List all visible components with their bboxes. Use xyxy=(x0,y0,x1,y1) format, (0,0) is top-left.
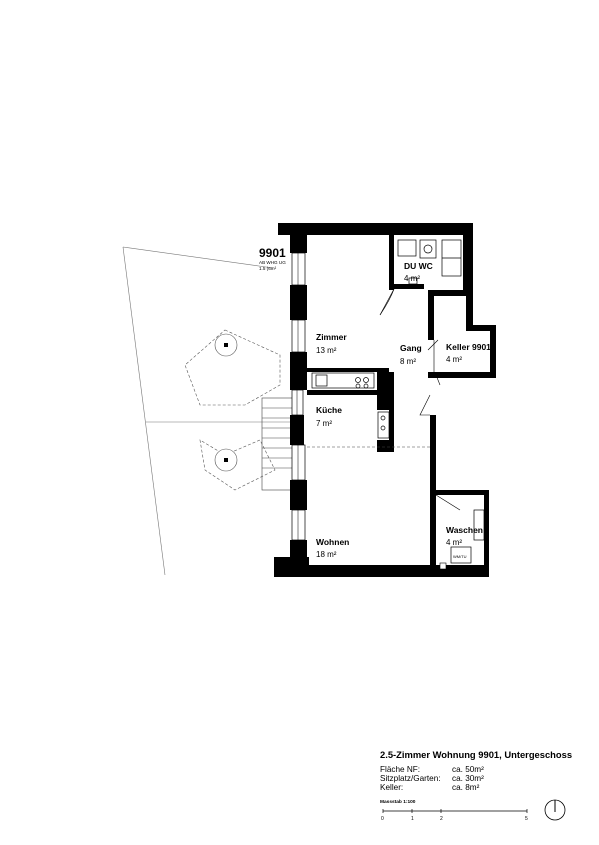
washer-label: WM/TU xyxy=(453,554,467,559)
tree-trunks xyxy=(214,333,238,472)
scale-bar: 0 1 2 5 xyxy=(381,809,528,822)
apartment-number: 9901 xyxy=(259,246,286,260)
legend-value: ca. 50m² xyxy=(452,765,484,774)
windows xyxy=(291,252,306,541)
scale-tick-label: 0 xyxy=(381,816,384,822)
legend-key: Sitzplatz/Garten: xyxy=(380,774,441,784)
room-gang-name: Gang xyxy=(400,343,422,353)
legend-key: Keller: xyxy=(380,783,404,793)
washer-dryer xyxy=(450,509,485,564)
room-waschen-name: Waschen xyxy=(446,525,483,535)
scale-tick-label: 2 xyxy=(440,816,443,822)
apartment-subtitle-2: 1.5 (6m² xyxy=(259,266,277,271)
scale-label: Massstab 1:100 xyxy=(380,799,416,805)
legend-row: Sitzplatz/Garten: ca. 30m² xyxy=(380,774,590,783)
room-keller-area: 4 m² xyxy=(446,355,462,364)
walls xyxy=(274,223,496,577)
legend-row: Keller: ca. 8m² xyxy=(380,783,590,792)
room-gang-area: 8 m² xyxy=(400,357,416,366)
scale-tick-label: 5 xyxy=(525,816,528,822)
room-keller-name: Keller 9901 xyxy=(446,342,491,352)
room-kueche-name: Küche xyxy=(316,405,342,415)
doors xyxy=(379,288,461,511)
room-kueche-area: 7 m² xyxy=(316,419,332,428)
garden-outline xyxy=(122,246,296,576)
legend-value: ca. 30m² xyxy=(452,774,484,784)
plan-legend: 2.5-Zimmer Wohnung 9901, Untergeschoss F… xyxy=(380,749,590,822)
kitchen-counter xyxy=(311,372,390,439)
legend-row: Fläche NF: ca. 50m² xyxy=(380,765,590,774)
legend-value: ca. 8m² xyxy=(452,783,480,793)
room-du-wc-area: 4 m² xyxy=(404,274,420,283)
plan-title: 2.5-Zimmer Wohnung 9901, Untergeschoss xyxy=(380,749,573,760)
tree-symbols xyxy=(184,329,281,491)
scale-tick-label: 1 xyxy=(411,816,414,822)
room-wohnen-name: Wohnen xyxy=(316,537,349,547)
room-zimmer-name: Zimmer xyxy=(316,332,347,342)
north-arrow-icon xyxy=(544,799,566,821)
room-zimmer-area: 13 m² xyxy=(316,346,337,355)
bathroom-fixtures xyxy=(397,239,462,285)
room-waschen-area: 4 m² xyxy=(446,538,462,547)
apartment-subtitle: AB WHG UG xyxy=(259,260,286,265)
room-wohnen-area: 18 m² xyxy=(316,550,337,559)
legend-key: Fläche NF: xyxy=(380,765,421,774)
room-du-wc-name: DU WC xyxy=(404,261,433,271)
